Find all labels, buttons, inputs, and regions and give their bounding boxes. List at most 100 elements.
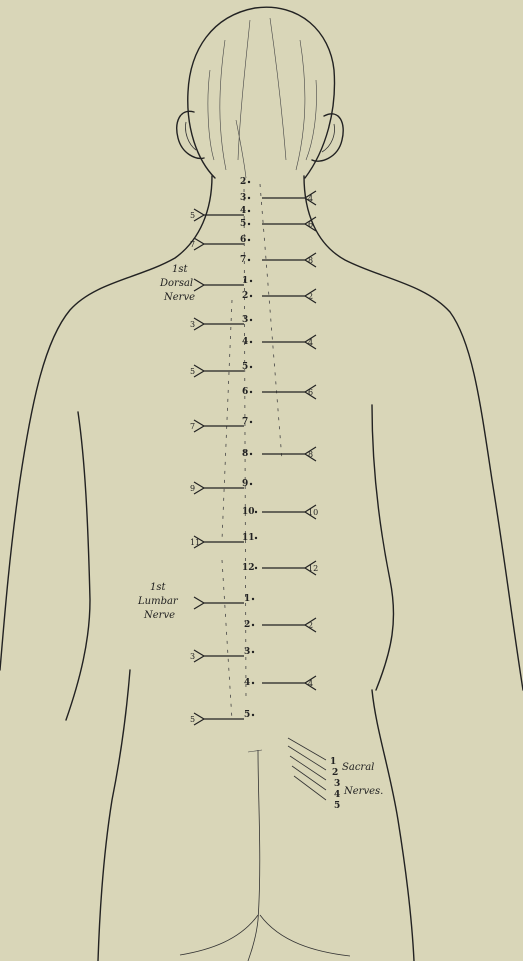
- sacral-number: 2: [332, 768, 338, 778]
- nerve-number: 3: [190, 320, 195, 329]
- vertebra-dot: [250, 483, 252, 485]
- vertebra-dot: [250, 366, 252, 368]
- nerve-number: 4: [308, 679, 313, 688]
- nerve-fork: [194, 365, 204, 377]
- dorsal-vertebra: 1: [194, 276, 252, 291]
- vertebra-dot: [255, 537, 257, 539]
- vertebra-number: 4: [244, 678, 250, 688]
- nerve-fork: [194, 597, 204, 609]
- nerve-number: 7: [190, 240, 195, 249]
- vertebra-dot: [252, 624, 254, 626]
- vertebra-dot: [250, 280, 252, 282]
- nerve-fork: [194, 420, 204, 432]
- nerve-number: 5: [190, 211, 195, 220]
- nerve-fork: [194, 209, 204, 221]
- torso-outline: [0, 176, 523, 961]
- head: [188, 7, 335, 178]
- vertebra-dot: [255, 511, 257, 513]
- cervical-vertebra: 67: [190, 235, 250, 250]
- vertebra-number: 5: [240, 219, 246, 229]
- nerve-fork: [194, 650, 204, 662]
- nerve-number: 8: [308, 256, 313, 265]
- dorsal-vertebra: 12 12: [242, 561, 318, 575]
- nerve-number: 2: [308, 621, 313, 630]
- nerve-number: 4: [308, 194, 313, 203]
- nerve-number: 2: [308, 292, 313, 301]
- lumbar-vertebra: 55: [190, 710, 254, 725]
- cervical-vertebrae: 23445566778: [190, 177, 316, 267]
- sacral-label: Sacral Nerves. 1 2 3 4 5: [330, 757, 383, 811]
- lumbar-label: 1st Lumbar Nerve: [137, 582, 179, 621]
- vertebra-dot: [250, 295, 252, 297]
- nerve-number: 8: [308, 450, 313, 459]
- vertebra-dot: [252, 651, 254, 653]
- vertebra-dot: [248, 223, 250, 225]
- vertebra-dot: [250, 319, 252, 321]
- vertebra-number: 3: [244, 647, 250, 657]
- vertebra-dot: [252, 714, 254, 716]
- vertebra-dot: [250, 341, 252, 343]
- spine-lines: [222, 180, 282, 720]
- vertebra-dot: [248, 259, 250, 261]
- nerve-number: 5: [190, 367, 195, 376]
- dorsal-label-line3: Nerve: [163, 292, 195, 303]
- nerve-number: 11: [190, 538, 200, 547]
- nerve-number: 12: [308, 564, 318, 573]
- dorsal-vertebra: 55: [190, 362, 252, 377]
- vertebra-number: 2: [244, 620, 250, 630]
- nerve-number: 6: [308, 220, 313, 229]
- lumbar-label-line3: Nerve: [143, 610, 175, 621]
- vertebra-number: 8: [242, 449, 248, 459]
- dorsal-vertebra: 99: [190, 479, 252, 494]
- vertebra-number: 7: [240, 255, 246, 265]
- nerve-number: 5: [190, 715, 195, 724]
- nerve-number: 9: [190, 484, 195, 493]
- vertebra-dot: [250, 421, 252, 423]
- vertebra-dot: [248, 210, 250, 212]
- vertebra-number: 10: [242, 507, 255, 517]
- nerve-fork: [194, 318, 204, 330]
- vertebra-dot: [250, 391, 252, 393]
- vertebra-dot: [255, 567, 257, 569]
- vertebra-number: 5: [244, 710, 250, 720]
- dorsal-label-line1: 1st: [172, 264, 188, 275]
- nerve-fork: [194, 713, 204, 725]
- sacral-number: 3: [334, 779, 340, 789]
- sacral-number: 5: [334, 801, 340, 811]
- vertebra-dot: [248, 197, 250, 199]
- sacral-number: 4: [334, 790, 340, 800]
- dorsal-vertebra: 33: [190, 315, 252, 330]
- vertebra-dot: [248, 181, 250, 183]
- vertebra-number: 2: [242, 291, 248, 301]
- lumbar-vertebra: 33: [190, 647, 254, 662]
- vertebra-number: 1: [244, 594, 250, 604]
- dorsal-label: 1st Dorsal Nerve: [159, 264, 195, 303]
- vertebra-dot: [250, 453, 252, 455]
- vertebra-number: 12: [242, 563, 255, 573]
- nerve-fork: [194, 482, 204, 494]
- vertebra-number: 4: [242, 337, 248, 347]
- ears: [177, 111, 343, 161]
- nerve-number: 7: [190, 422, 195, 431]
- dorsal-label-line2: Dorsal: [159, 278, 193, 289]
- vertebra-number: 6: [242, 387, 248, 397]
- nerve-number: 6: [308, 388, 313, 397]
- nerve-number: 3: [190, 652, 195, 661]
- vertebra-number: 3: [240, 193, 246, 203]
- sacral-label-line1: Sacral: [342, 762, 374, 773]
- dorsal-vertebrae: 12233445566778899101011111212: [190, 276, 318, 575]
- nerve-fork: [194, 238, 204, 250]
- nerve-fork: [194, 279, 204, 291]
